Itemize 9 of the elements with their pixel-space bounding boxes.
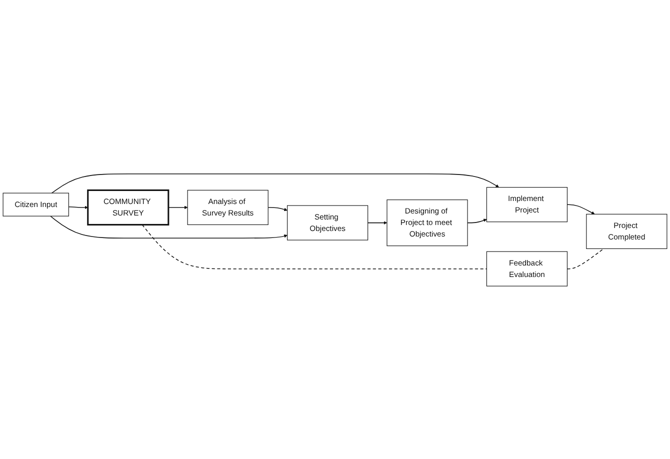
arrow	[467, 218, 487, 223]
arrow	[51, 173, 500, 193]
arrow	[566, 204, 595, 214]
arrow	[50, 215, 288, 238]
connector	[566, 248, 604, 269]
arrow	[168, 205, 188, 209]
arrow	[268, 206, 288, 211]
arrow	[367, 220, 388, 224]
arrow	[68, 205, 88, 209]
